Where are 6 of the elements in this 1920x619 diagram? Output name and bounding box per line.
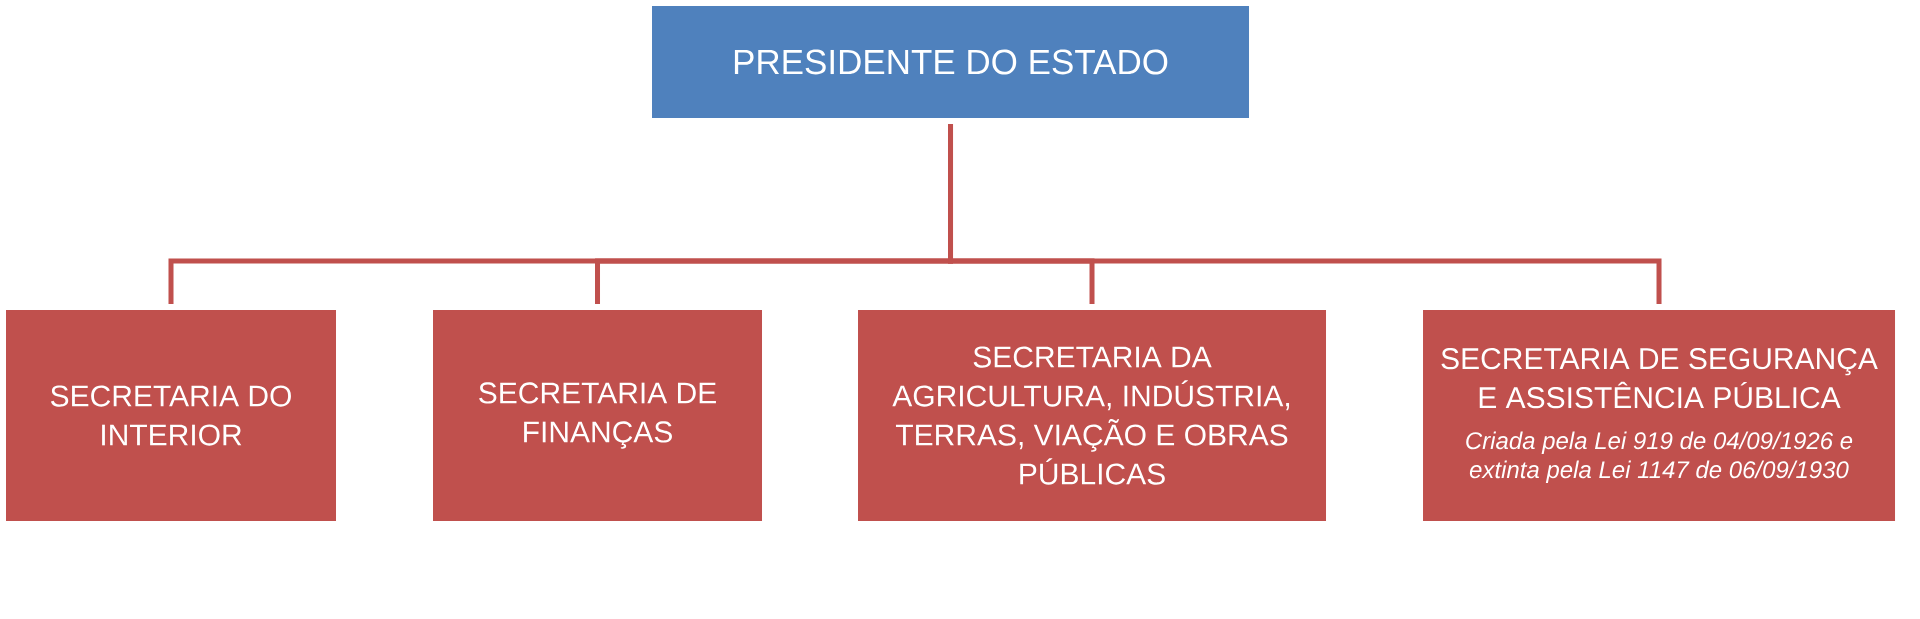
connector-line xyxy=(948,124,1662,304)
org-chart-box: SECRETARIA DA AGRICULTURA, INDÚSTRIA, TERRAS, VIAÇÃO E OBRAS PÚBLICAS xyxy=(858,310,1326,521)
org-chart-box: SECRETARIA DO INTERIOR xyxy=(6,310,336,521)
org-chart-box: PRESIDENTE DO ESTADO xyxy=(652,6,1249,118)
org-chart-box: SECRETARIA DE SEGURANÇA E ASSISTÊNCIA PÚBLICA Criada pela Lei 919 de 04/09/1926 e extinta pela Lei 1147 de 06/09/1930 xyxy=(1423,310,1895,521)
org-chart-box: SECRETARIA DE FINANÇAS xyxy=(433,310,762,521)
